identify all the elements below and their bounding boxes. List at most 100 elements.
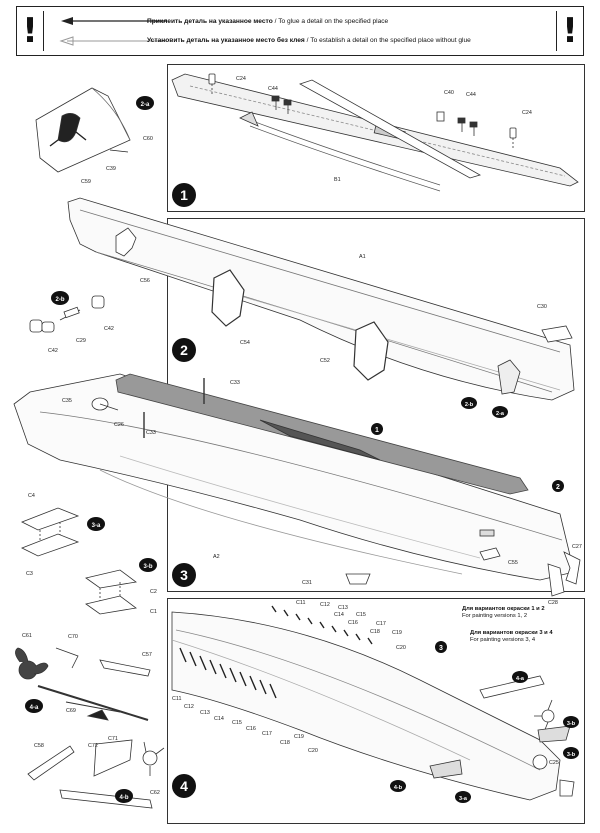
label-c16-b: C16 xyxy=(246,726,256,732)
step-1-panel xyxy=(167,64,585,212)
ref-marker-1: 1 xyxy=(371,423,383,435)
legend-glue-row: Приклеить деталь на указанное место / To… xyxy=(147,18,388,25)
step-1-small-parts xyxy=(208,73,517,150)
substep-3a-badge: 3-a xyxy=(87,517,105,531)
label-c44-b: C44 xyxy=(466,92,476,98)
svg-text:3: 3 xyxy=(439,645,443,652)
railing-stanchions xyxy=(179,605,373,699)
label-c13-b: C13 xyxy=(200,710,210,716)
label-c58: C58 xyxy=(34,743,44,749)
label-c2: C2 xyxy=(150,589,157,595)
label-c70: C70 xyxy=(68,634,78,640)
svg-text:3-b: 3-b xyxy=(567,752,576,758)
step-1-badge: 1 xyxy=(172,183,196,207)
stern-hull-step4 xyxy=(171,611,561,801)
substep-2b-marker: 2-b xyxy=(461,397,477,409)
svg-text:2-b: 2-b xyxy=(465,402,474,408)
label-c15-b: C15 xyxy=(232,720,242,726)
label-c14: C14 xyxy=(334,612,344,618)
step-2-badge: 2 xyxy=(172,338,196,362)
warning-mark-right: ! xyxy=(556,11,583,51)
label-c57: C57 xyxy=(142,652,152,658)
propeller-detail-4b xyxy=(27,739,165,809)
substep-4b-badge: 4-b xyxy=(115,789,133,803)
substep-3b-badge: 3-b xyxy=(139,558,157,572)
label-c62: C62 xyxy=(150,790,160,796)
warning-mark-left: ! xyxy=(17,11,44,51)
label-c20: C20 xyxy=(396,645,406,651)
svg-text:2: 2 xyxy=(556,484,560,491)
label-c24-b: C24 xyxy=(522,110,532,116)
label-a2: A2 xyxy=(213,554,220,560)
label-b1: B1 xyxy=(334,177,341,183)
legend-sep: / xyxy=(274,18,277,25)
ref-marker-3: 3 xyxy=(435,641,447,653)
legend-arrows xyxy=(59,17,167,46)
svg-text:2-b: 2-b xyxy=(56,297,65,303)
label-c26: C26 xyxy=(114,422,124,428)
part-c30 xyxy=(541,325,573,343)
label-c29: C29 xyxy=(76,338,86,344)
label-c31: C31 xyxy=(302,580,312,586)
label-c61: C61 xyxy=(22,633,32,639)
label-c11: C11 xyxy=(296,600,306,606)
substep-2a-badge: 2-a xyxy=(136,96,154,110)
label-c72: C72 xyxy=(88,743,98,749)
svg-text:3-a: 3-a xyxy=(459,796,468,802)
deck-installed xyxy=(115,373,529,495)
step-4-panel xyxy=(167,598,585,824)
substep-4b-marker: 4-b xyxy=(390,780,406,792)
legend-noglue-en: To establish a detail on the specified p… xyxy=(310,37,471,44)
legend-glue-ru: Приклеить деталь на указанное место xyxy=(147,18,273,25)
hull-a2 xyxy=(13,373,575,581)
substep-3a-marker: 3-a xyxy=(455,791,471,803)
legend-noglue-ru: Установить деталь на указанное место без… xyxy=(147,37,305,44)
label-c30: C30 xyxy=(537,304,547,310)
label-c1: C1 xyxy=(150,609,157,615)
label-c18: C18 xyxy=(370,629,380,635)
label-c56: C56 xyxy=(140,278,150,284)
substep-3b-marker-a: 3-b xyxy=(563,716,579,728)
paint-note-v34-ru: Для вариантов окраски 3 и 4 xyxy=(470,630,553,636)
label-c14-b: C14 xyxy=(214,716,224,722)
paint-note-v34: Для вариантов окраски 3 и 4 For painting… xyxy=(470,630,553,644)
substep-4a-marker: 4-a xyxy=(512,671,528,683)
label-c33-b: C33 xyxy=(146,430,156,436)
substep-3b-marker-b: 3-b xyxy=(563,747,579,759)
svg-text:4-a: 4-a xyxy=(30,705,39,711)
svg-text:3-b: 3-b xyxy=(144,564,153,570)
stabilizer-detail-3a xyxy=(21,507,80,557)
substep-2a-marker: 2-a xyxy=(492,406,508,418)
legend-sep: / xyxy=(306,37,309,44)
hull-half-a1 xyxy=(67,197,575,401)
label-c42: C42 xyxy=(104,326,114,332)
label-a1: A1 xyxy=(359,254,366,260)
step-4-badge: 4 xyxy=(172,774,196,798)
part-labels: C24 C44 C40 C44 C24 B1 C60 C39 C59 A1 C5… xyxy=(22,76,582,796)
label-c24: C24 xyxy=(236,76,246,82)
label-c40: C40 xyxy=(444,90,454,96)
svg-text:2: 2 xyxy=(180,342,188,358)
label-c35: C35 xyxy=(62,398,72,404)
shaft-detail-2b xyxy=(29,295,105,333)
bulkhead-parts xyxy=(115,227,521,395)
paint-note-v12-en: For painting versions 1, 2 xyxy=(462,613,528,619)
svg-text:1: 1 xyxy=(375,427,379,434)
label-c17: C17 xyxy=(376,621,386,627)
label-c3: C3 xyxy=(26,571,33,577)
label-c33: C33 xyxy=(230,380,240,386)
label-c55: C55 xyxy=(508,560,518,566)
label-c17-b: C17 xyxy=(262,731,272,737)
label-c69: C69 xyxy=(66,708,76,714)
label-c19-b: C19 xyxy=(294,734,304,740)
svg-text:4-b: 4-b xyxy=(394,785,403,791)
label-c25: C25 xyxy=(549,760,559,766)
svg-text:1: 1 xyxy=(180,187,188,203)
paint-note-v12-ru: Для вариантов окраски 1 и 2 xyxy=(462,606,545,612)
label-c16: C16 xyxy=(348,620,358,626)
keel-strip xyxy=(239,79,482,192)
svg-text:2-a: 2-a xyxy=(496,411,505,417)
label-c39: C39 xyxy=(106,166,116,172)
svg-text:2-a: 2-a xyxy=(141,102,150,108)
